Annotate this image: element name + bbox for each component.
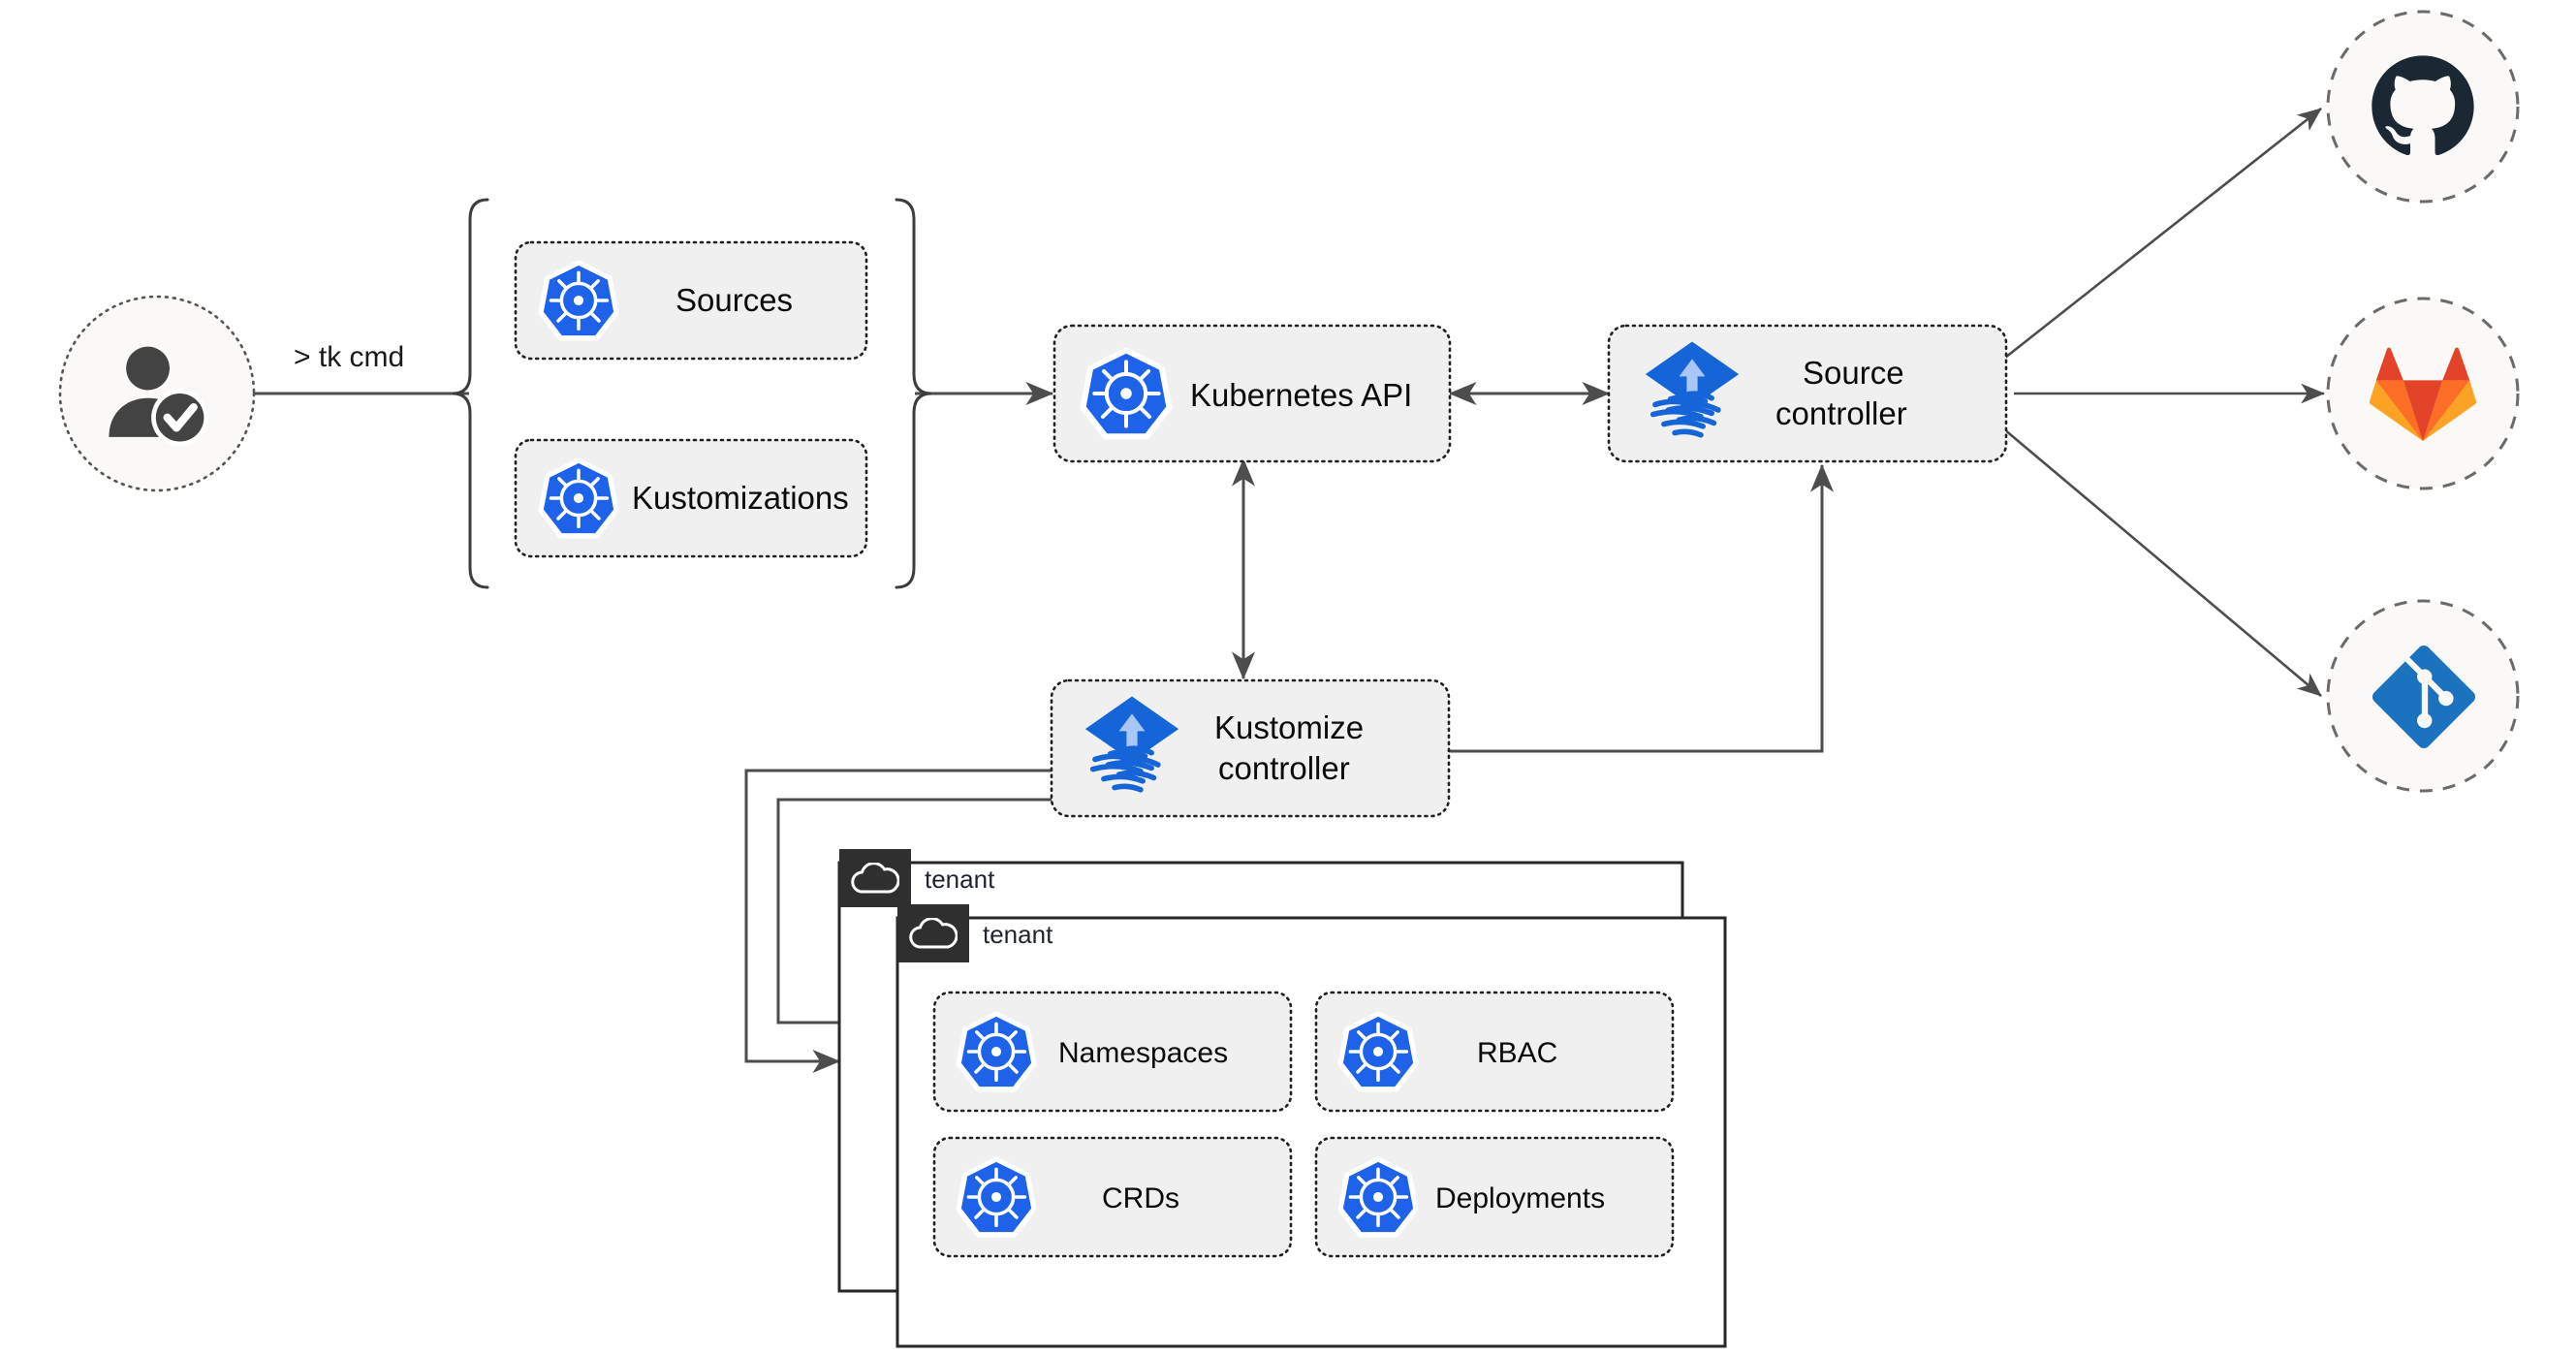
kustomize-controller-label-line2: controller (1218, 750, 1350, 786)
edge-kustomize-to-source (1441, 463, 1835, 753)
node-kustomize-controller[interactable]: Kustomize controller (1050, 678, 1451, 818)
git-circle (2326, 599, 2520, 793)
chip-rbac[interactable]: RBAC (1314, 991, 1675, 1113)
source-controller-label-line1: Source (1803, 355, 1904, 391)
kubernetes-api-label: Kubernetes API (1190, 377, 1412, 413)
kustomize-controller-label-line1: Kustomize (1214, 709, 1364, 745)
brace-left (452, 198, 489, 589)
chip-namespaces-label: Namespaces (1058, 1037, 1228, 1069)
source-controller-bg (1607, 324, 2008, 463)
edge-kustomize-to-tenant-1 (744, 769, 1053, 1074)
kustomize-controller-bg (1050, 678, 1451, 818)
source-controller-label-line2: controller (1775, 395, 1907, 431)
chip-crds-label: CRDs (1102, 1182, 1179, 1214)
chip-namespaces[interactable]: Namespaces (932, 991, 1293, 1113)
kubernetes-icon (958, 1159, 1033, 1234)
chip-sources[interactable]: Sources (514, 240, 868, 361)
chip-kustomizations[interactable]: Kustomizations (514, 438, 868, 558)
node-github[interactable] (2326, 10, 2520, 204)
github-circle (2326, 10, 2520, 204)
kubernetes-icon (541, 263, 615, 337)
edge-source-to-github (1991, 107, 2322, 370)
chip-sources-label: Sources (675, 282, 793, 318)
edge-source-to-git (1991, 418, 2322, 697)
node-gitlab[interactable] (2326, 297, 2520, 490)
command-label: > tk cmd (294, 341, 404, 373)
kubernetes-icon (541, 460, 615, 535)
chip-rbac-label: RBAC (1477, 1037, 1557, 1069)
edge-kustomize-to-tenant-2 (776, 798, 1053, 1035)
node-kubernetes-api[interactable]: Kubernetes API (1052, 324, 1452, 463)
chip-kustomizations-label: Kustomizations (632, 480, 849, 516)
actor-node (58, 295, 256, 492)
chip-deployments[interactable]: Deployments (1314, 1136, 1675, 1258)
chip-crds[interactable]: CRDs (932, 1136, 1293, 1258)
tenant-panel-1-label: tenant (925, 865, 995, 894)
node-source-controller[interactable]: Source controller (1607, 324, 2008, 463)
tenant-panel-2-label: tenant (983, 920, 1053, 949)
tenant-panel-1-tab (839, 849, 911, 907)
kubernetes-icon (1340, 1159, 1415, 1234)
node-git[interactable] (2326, 599, 2520, 793)
chip-deployments-label: Deployments (1435, 1182, 1605, 1214)
kubernetes-icon (1340, 1014, 1415, 1088)
tenant-panel-2[interactable]: tenant Namespaces RBAC CRDs Deployments (895, 904, 1727, 1348)
tenant-panel-2-tab (897, 904, 969, 962)
brace-right (895, 198, 932, 589)
tenant-panel-2-body (895, 916, 1727, 1348)
kubernetes-icon (1084, 351, 1169, 436)
kubernetes-icon (958, 1014, 1033, 1088)
actor-circle (58, 295, 256, 492)
